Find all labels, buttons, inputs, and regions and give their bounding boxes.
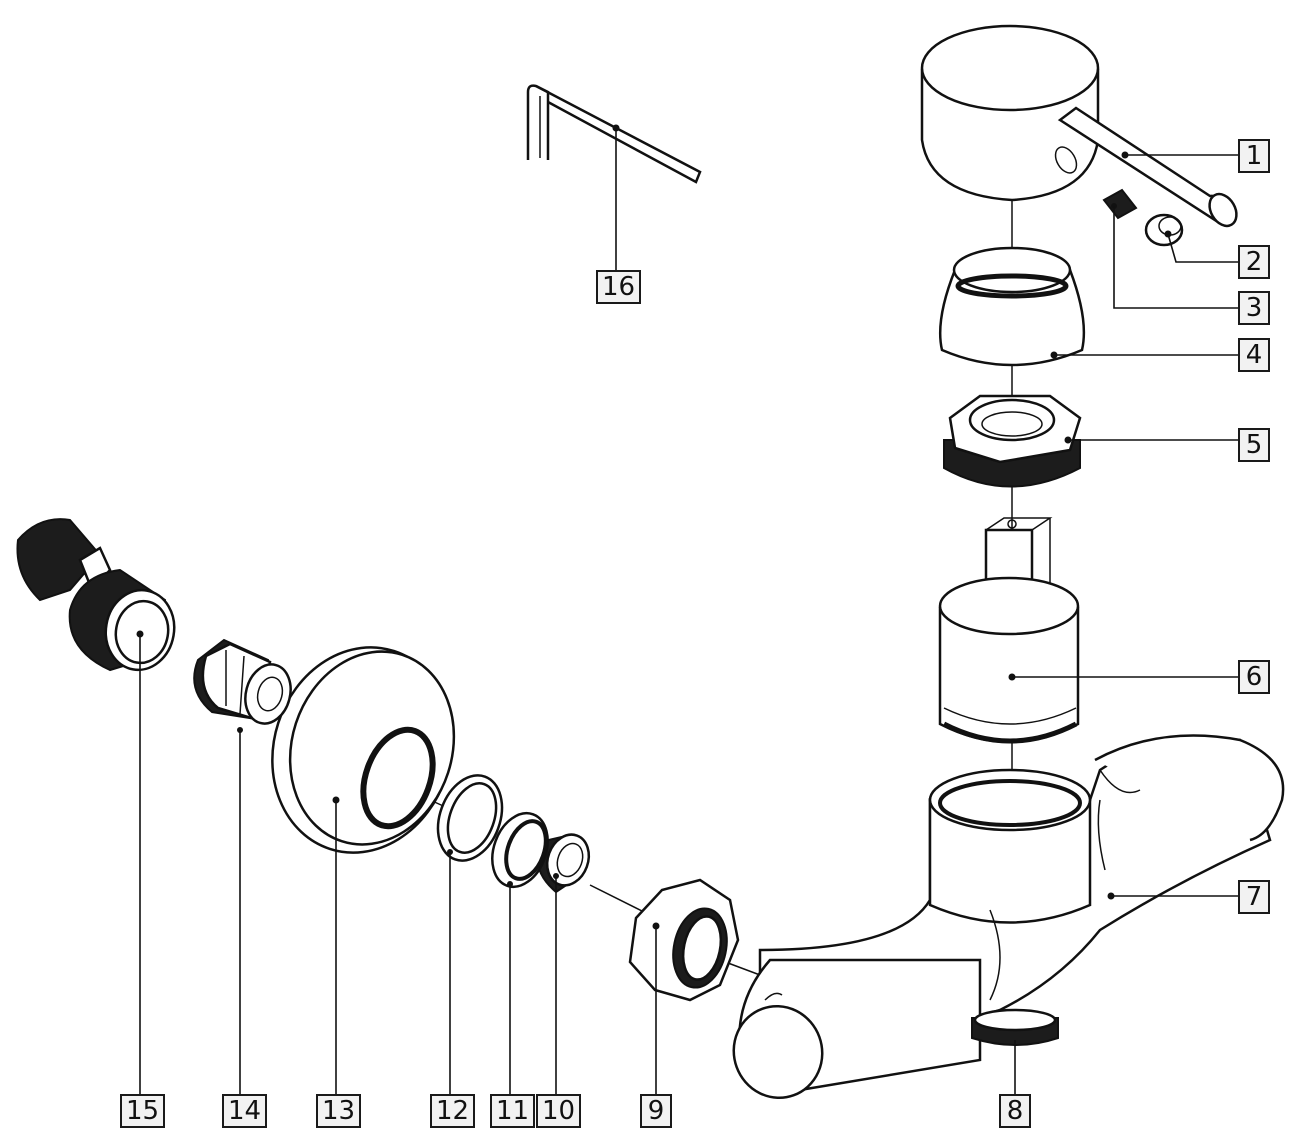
callout-part-6: 6 [1238,660,1270,694]
part-1-handle [920,24,1238,228]
callout-part-4: 4 [1238,338,1270,372]
callout-part-9: 9 [640,1094,672,1128]
part-15-eccentric-union [16,518,176,672]
leader-lines [139,128,1238,1094]
callout-part-2: 2 [1238,245,1270,279]
part-8-outlet-thread [971,1008,1059,1046]
part-3-grub-screw [1102,188,1138,220]
part-6-cartridge [938,517,1080,744]
part-2-cap [1144,213,1184,247]
callout-part-1: 1 [1238,139,1270,173]
part-12-flat-washer [436,774,504,862]
callout-part-16: 16 [596,270,642,304]
part-13-rosette [271,646,456,854]
part-14-filter [193,638,292,733]
part-16-hex-key [526,84,702,184]
part-11-seal-ring [491,811,549,889]
part-5-lock-nut [943,394,1082,488]
assembly-axis-lines [279,200,1013,976]
callout-part-13: 13 [316,1094,362,1128]
part-4-cover-bell [938,246,1086,367]
callout-part-3: 3 [1238,291,1270,325]
callout-part-12: 12 [430,1094,476,1128]
callout-part-7: 7 [1238,880,1270,914]
part-7-valve-body [732,734,1285,1100]
callout-part-8: 8 [999,1094,1031,1128]
callout-part-15: 15 [120,1094,166,1128]
part-9-hex-nut [628,878,740,1002]
callout-part-5: 5 [1238,428,1270,462]
callout-part-14: 14 [222,1094,268,1128]
callout-part-11: 11 [490,1094,536,1128]
callout-part-10: 10 [536,1094,582,1128]
